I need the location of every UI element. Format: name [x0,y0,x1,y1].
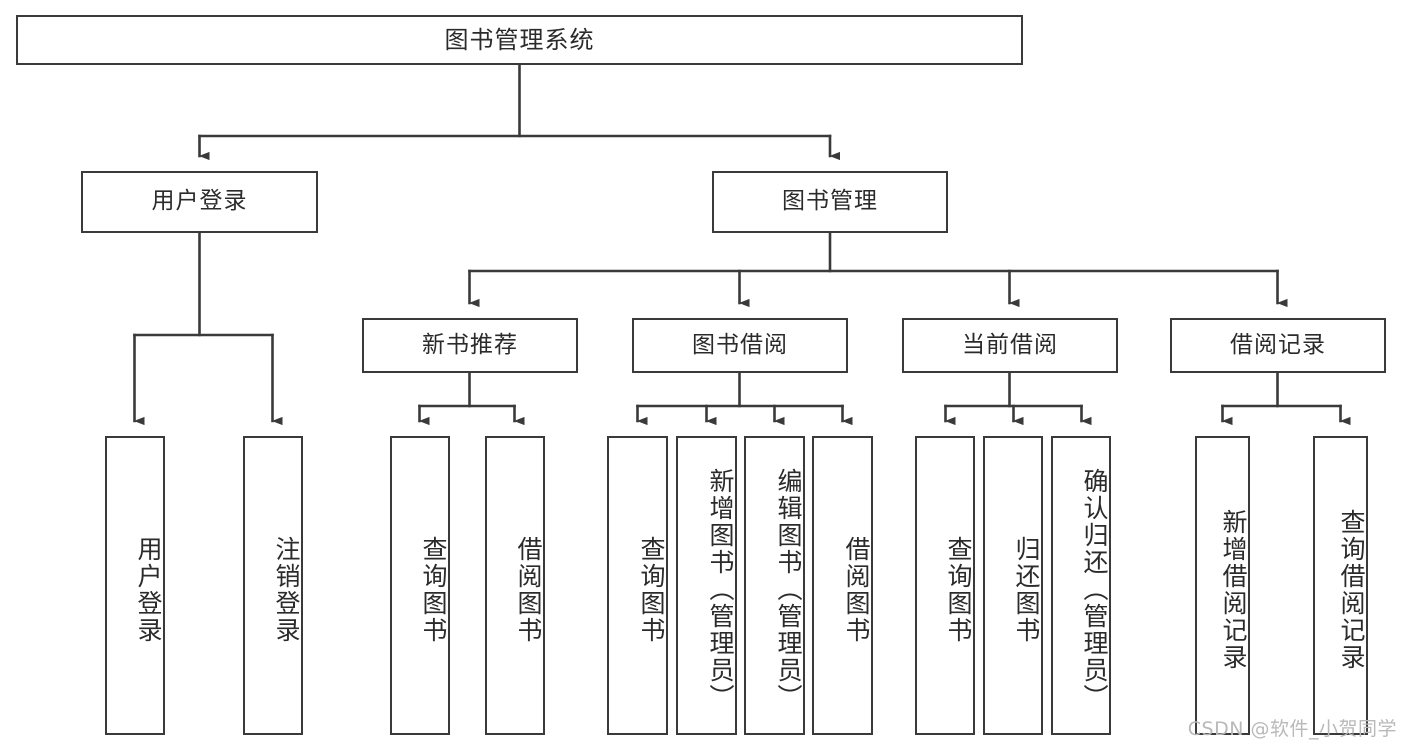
leaf-query-book-3[interactable]: 查询图书 [915,436,975,735]
node-user-login[interactable]: 用户登录 [81,171,318,233]
node-book-borrow[interactable]: 图书借阅 [632,318,848,373]
leaf-return-book[interactable]: 归还图书 [983,436,1043,735]
node-book-borrow-label: 图书借阅 [692,331,788,358]
node-new-book-recommend[interactable]: 新书推荐 [362,318,578,373]
node-borrow-record-label: 借阅记录 [1230,331,1326,358]
node-borrow-record[interactable]: 借阅记录 [1170,318,1386,373]
leaf-query-book-3-label: 查询图书 [944,535,973,644]
node-new-book-recommend-label: 新书推荐 [422,331,518,358]
leaf-edit-book[interactable]: 编辑图书（管理员） [744,436,805,735]
node-current-borrow-label: 当前借阅 [962,331,1058,358]
leaf-query-book-1-label: 查询图书 [419,535,448,644]
leaf-user-login-label: 用户登录 [134,535,163,644]
leaf-add-book[interactable]: 新增图书（管理员） [676,436,737,735]
leaf-borrow-book-1[interactable]: 借阅图书 [485,436,545,735]
node-root[interactable]: 图书管理系统 [16,15,1023,65]
leaf-user-login[interactable]: 用户登录 [105,436,165,735]
leaf-borrow-book-2-label: 借阅图书 [842,535,871,644]
leaf-edit-book-label: 编辑图书（管理员） [774,468,803,711]
leaf-return-book-label: 归还图书 [1012,535,1041,644]
leaf-query-record-label: 查询借阅记录 [1337,508,1366,671]
leaf-query-book-2[interactable]: 查询图书 [607,436,668,735]
leaf-confirm-return[interactable]: 确认归还（管理员） [1051,436,1111,735]
node-root-label: 图书管理系统 [444,25,595,54]
leaf-borrow-book-2[interactable]: 借阅图书 [812,436,873,735]
leaf-logout-login[interactable]: 注销登录 [243,436,303,735]
leaf-add-book-label: 新增图书（管理员） [706,468,735,711]
leaf-borrow-book-1-label: 借阅图书 [514,535,543,644]
node-book-manage[interactable]: 图书管理 [712,171,948,233]
node-current-borrow[interactable]: 当前借阅 [902,318,1118,373]
leaf-logout-login-label: 注销登录 [272,535,301,644]
csdn-watermark: CSDN @软件_小贺同学 [1187,718,1397,740]
node-user-login-label: 用户登录 [151,188,248,215]
leaf-query-book-2-label: 查询图书 [637,535,666,644]
leaf-query-book-1[interactable]: 查询图书 [390,436,450,735]
leaf-add-record[interactable]: 新增借阅记录 [1195,436,1250,735]
leaf-confirm-return-label: 确认归还（管理员） [1080,468,1109,711]
leaf-query-record[interactable]: 查询借阅记录 [1313,436,1368,735]
leaf-add-record-label: 新增借阅记录 [1219,508,1248,671]
node-book-manage-label: 图书管理 [782,188,878,215]
